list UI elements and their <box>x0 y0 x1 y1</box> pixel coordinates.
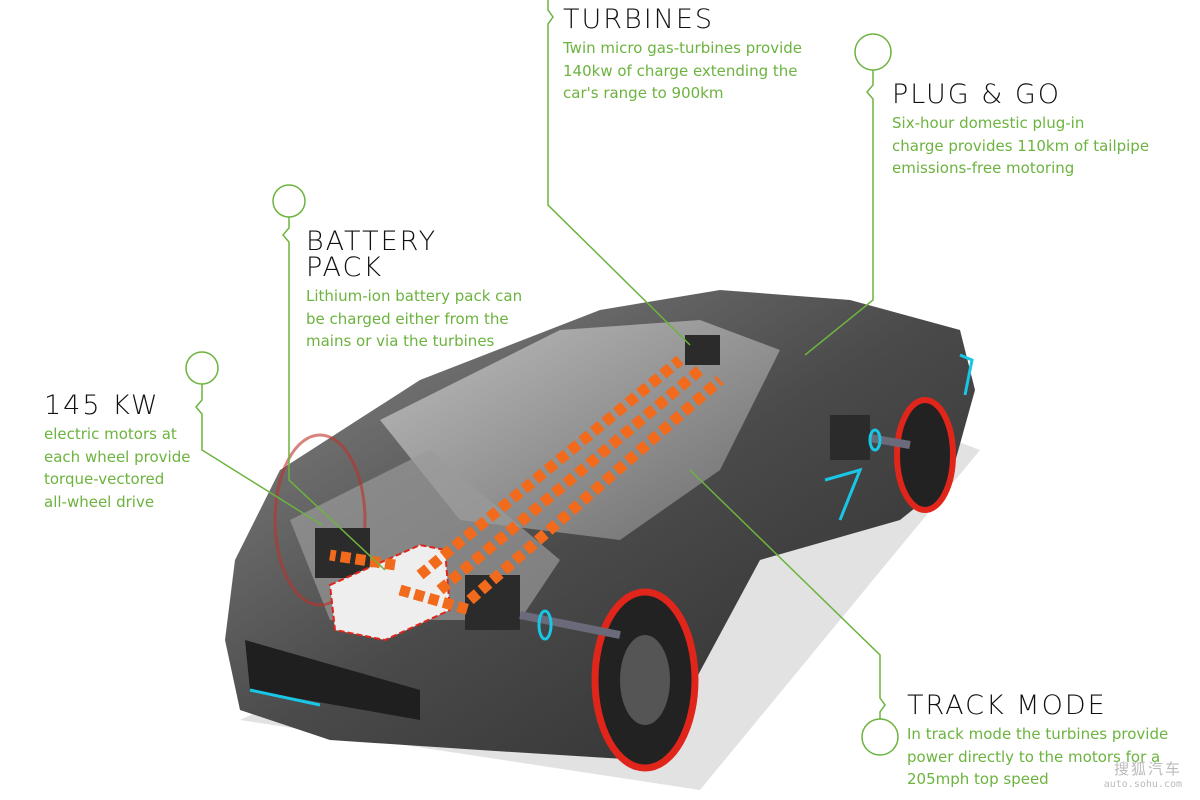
canopy <box>380 320 780 540</box>
callout-text: all-wheel drive <box>44 492 155 511</box>
cyan-accents <box>249 353 974 707</box>
callout-text: electric motors at <box>44 425 177 443</box>
front-right-wheel <box>591 588 699 772</box>
callout-text: In track mode the turbines provide <box>907 725 1169 743</box>
callout-turbines: TURBINES Twin micro gas-turbines provide… <box>563 4 802 105</box>
callout-title: TURBINES <box>563 4 715 35</box>
callout-plug-go: PLUG & GO Six-hour domestic plug-in charg… <box>892 79 1149 180</box>
callout-body: In track mode the turbines provide power … <box>907 723 1168 791</box>
front-axle <box>519 611 621 639</box>
callout-text: Six-hour domestic plug-in <box>892 114 1085 132</box>
front-left-wheel <box>273 433 367 607</box>
callout-text: 205mph top speed <box>907 770 1049 788</box>
callout-text: mains or via the turbines <box>306 332 495 350</box>
callout-text: Twin micro gas-turbines provide <box>563 39 803 57</box>
callout-text: be charged either from the <box>306 309 509 328</box>
callout-body: electric motors at each wheel provide torq… <box>44 423 190 513</box>
turbine <box>685 335 720 365</box>
title-line: BATTERY <box>306 226 438 257</box>
callout-text: charge provides 110km of tailpipe <box>892 136 1150 155</box>
watermark: 搜狐汽车 auto.sohu.com <box>1104 758 1182 790</box>
callout-body: Lithium-ion battery pack can be charged e… <box>306 285 522 353</box>
callout-body: Twin micro gas-turbines provide 140kw of … <box>563 37 802 105</box>
energy-flow-arrows <box>329 355 724 616</box>
callout-text: power directly to the motors for a <box>907 747 1161 766</box>
callout-motors: 145 KW electric motors at each wheel prov… <box>44 390 190 513</box>
callout-track-mode: TRACK MODE In track mode the turbines pr… <box>907 690 1168 791</box>
title-line: PACK <box>306 252 384 283</box>
callout-title: TRACK MODE <box>907 690 1107 721</box>
callout-body: Six-hour domestic plug-in charge provides… <box>892 112 1149 180</box>
callout-text: 140kw of charge extending the <box>563 61 798 80</box>
front-grille <box>245 640 420 720</box>
rear-right-wheel <box>894 397 956 513</box>
callout-text: car's range to 900km <box>563 84 724 102</box>
callout-text: Lithium-ion battery pack can <box>306 287 523 305</box>
callout-text: each wheel provide <box>44 447 191 466</box>
callout-title: PLUG & GO <box>892 79 1062 110</box>
watermark-url: auto.sohu.com <box>1103 779 1182 790</box>
motor-rear-right <box>830 415 870 460</box>
rear-axle <box>869 434 911 449</box>
callout-lines <box>185 0 899 756</box>
watermark-text: 搜狐汽车 <box>1113 760 1182 778</box>
callout-text: torque-vectored <box>44 470 165 488</box>
callout-text: emissions-free motoring <box>892 159 1075 177</box>
callout-title: 145 KW <box>44 390 160 421</box>
